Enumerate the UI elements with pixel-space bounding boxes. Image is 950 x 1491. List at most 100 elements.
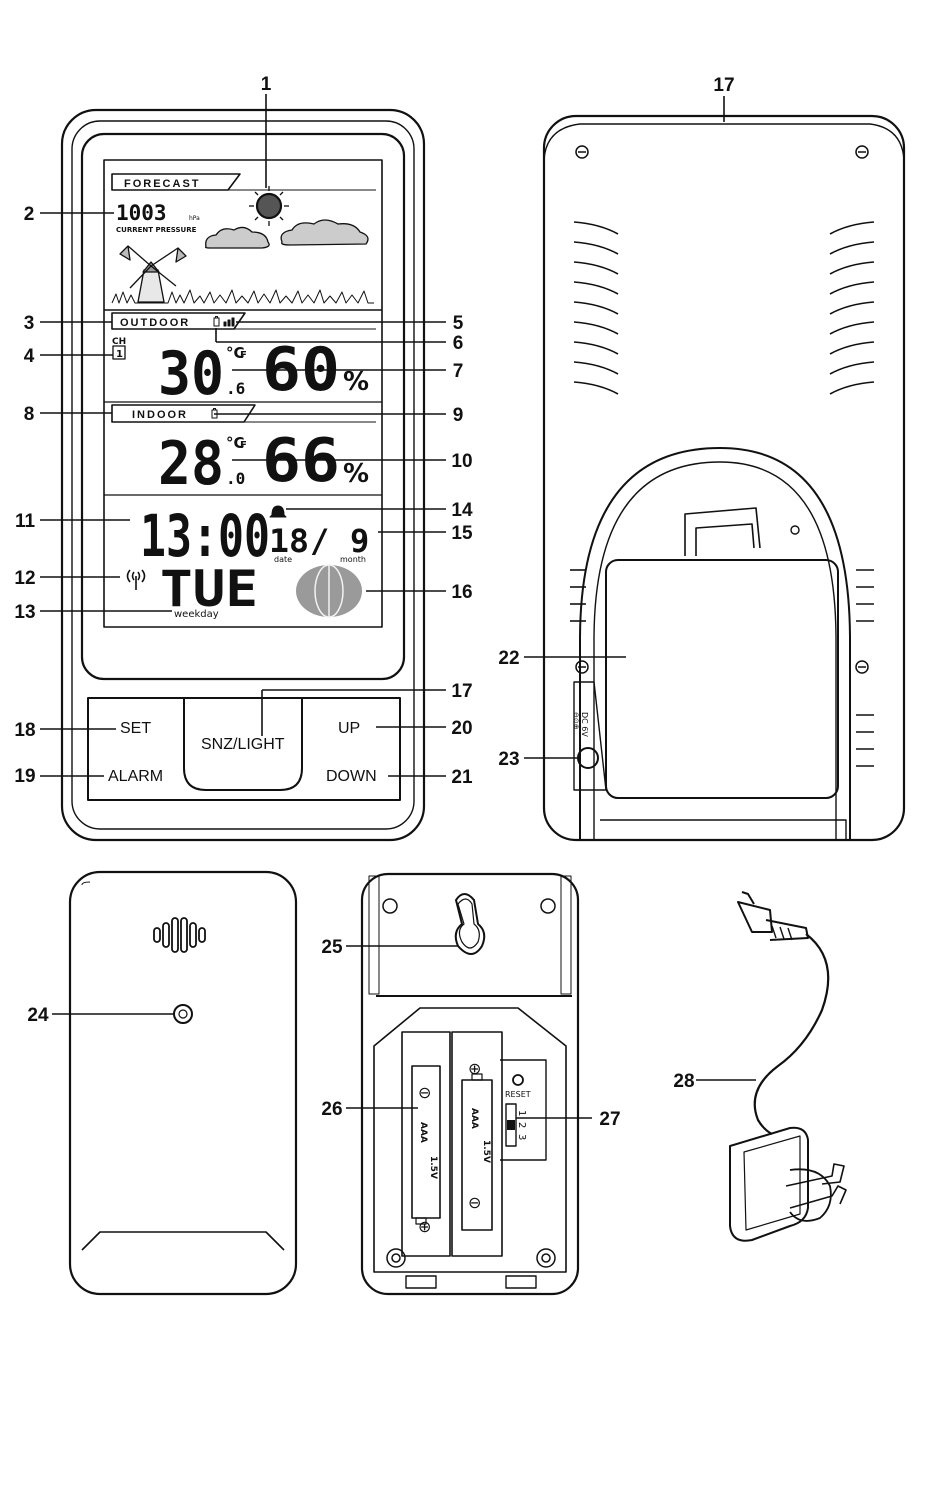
battery-type-label: AAA xyxy=(418,1122,428,1143)
humidity-unit: % xyxy=(343,459,369,489)
reset-label: RESET xyxy=(505,1090,531,1099)
down-button[interactable]: DOWN xyxy=(326,768,377,785)
sensor-front xyxy=(70,872,296,1294)
temp-unit-fahrenheit: F xyxy=(240,350,247,361)
cloud-icon xyxy=(281,220,368,245)
dc-jack-housing xyxy=(574,682,606,790)
callout-13: 13 xyxy=(14,602,35,623)
callout-26: 26 xyxy=(321,1099,342,1120)
callout-28: 28 xyxy=(673,1071,694,1092)
switch-position-2: 2 xyxy=(516,1122,527,1128)
dc-plug-icon xyxy=(738,902,772,932)
dc-jack-label: DC 6V xyxy=(580,712,589,737)
station-back: DC 6V ⊖⊙⊕ xyxy=(544,116,904,840)
pressure-unit: hPa xyxy=(189,215,200,222)
callout-22: 22 xyxy=(498,648,519,669)
minus-symbol: ⊖ xyxy=(418,1083,431,1102)
date-caption: date xyxy=(274,555,292,564)
dc-polarity-symbol: ⊖⊙⊕ xyxy=(572,712,580,730)
callout-20: 20 xyxy=(451,718,472,739)
callout-11: 11 xyxy=(15,511,36,532)
callout-6: 6 xyxy=(453,333,464,354)
callout-17-back: 17 xyxy=(713,75,734,96)
stand-outline xyxy=(580,448,850,840)
plus-symbol: ⊕ xyxy=(418,1217,431,1236)
power-adapter xyxy=(730,892,846,1241)
plus-symbol: ⊕ xyxy=(468,1059,481,1078)
speaker-grille-icon xyxy=(154,918,205,952)
stand-hinge xyxy=(685,508,760,556)
callout-5: 5 xyxy=(453,313,464,334)
up-button[interactable]: UP xyxy=(338,720,360,737)
side-slots xyxy=(570,570,874,766)
indoor-humidity: 66 xyxy=(262,426,340,496)
windmill-icon xyxy=(120,246,186,302)
battery-voltage-label: 1.5V xyxy=(428,1156,438,1179)
wall-mount-keyhole-icon xyxy=(456,894,485,954)
temp-unit-fahrenheit: F xyxy=(240,440,247,451)
date-separator: / xyxy=(310,522,329,560)
indoor-label: INDOOR xyxy=(132,409,188,421)
cloud-icon xyxy=(206,227,270,248)
station-front: 1003 hPa CURRENT PRESSURE CH 1 30 .6 °C … xyxy=(62,110,424,840)
alarm-bell-icon xyxy=(270,506,286,517)
outdoor-temperature: 30 xyxy=(158,339,224,409)
callout-27: 27 xyxy=(599,1109,620,1130)
callout-9: 9 xyxy=(453,405,464,426)
callout-7: 7 xyxy=(453,361,464,382)
callout-1: 1 xyxy=(261,74,272,95)
alarm-button[interactable]: ALARM xyxy=(108,768,163,785)
vent-slots-left xyxy=(574,222,618,394)
adapter-cable xyxy=(755,934,829,1134)
callout-3: 3 xyxy=(24,313,35,334)
sensor-back xyxy=(362,874,578,1294)
stand-inner xyxy=(594,462,836,840)
outdoor-temperature-decimal: .6 xyxy=(226,379,245,398)
weekday-caption: weekday xyxy=(174,609,219,620)
humidity-unit: % xyxy=(343,367,369,397)
callout-8: 8 xyxy=(24,404,35,425)
callout-21: 21 xyxy=(451,767,473,788)
moon-phase-icon xyxy=(296,565,362,617)
callout-19: 19 xyxy=(14,766,35,787)
callout-4: 4 xyxy=(24,346,35,367)
battery-cover[interactable] xyxy=(606,560,838,798)
outdoor-label: OUTDOOR xyxy=(120,317,190,329)
battery-voltage-label: 1.5V xyxy=(481,1140,491,1163)
month-caption: month xyxy=(340,555,366,564)
pressure-caption: CURRENT PRESSURE xyxy=(116,226,197,234)
switch-position-1: 1 xyxy=(516,1110,527,1116)
set-button[interactable]: SET xyxy=(120,720,151,737)
indoor-temperature: 28 xyxy=(158,429,224,499)
switch-position-3: 3 xyxy=(516,1134,527,1140)
forecast-label: FORECAST xyxy=(124,178,201,190)
vent-slots-right xyxy=(830,222,874,394)
callout-18: 18 xyxy=(14,720,35,741)
callout-15: 15 xyxy=(451,523,473,544)
signal-icon xyxy=(224,318,234,326)
callout-24: 24 xyxy=(27,1005,49,1026)
callout-16: 16 xyxy=(451,582,472,603)
indoor-temperature-decimal: .0 xyxy=(226,469,245,488)
callout-25: 25 xyxy=(321,937,343,958)
snz-light-button[interactable]: SNZ/LIGHT xyxy=(201,736,285,753)
screw-icon xyxy=(576,146,868,673)
rf-signal-icon xyxy=(128,570,145,590)
battery-type-label: AAA xyxy=(469,1108,479,1129)
sensor-housing xyxy=(70,872,296,1294)
callout-17-front: 17 xyxy=(451,681,472,702)
callout-leaders xyxy=(40,94,756,1118)
callout-2: 2 xyxy=(24,204,35,225)
battery-icon xyxy=(214,317,219,327)
sensor-led-icon xyxy=(174,1005,192,1023)
callout-23: 23 xyxy=(498,749,519,770)
callout-10: 10 xyxy=(451,451,472,472)
minus-symbol: ⊖ xyxy=(468,1193,481,1212)
reset-button[interactable] xyxy=(513,1075,523,1085)
channel-value: 1 xyxy=(116,349,123,360)
sun-icon xyxy=(249,186,289,226)
callout-14: 14 xyxy=(451,500,473,521)
pressure-value: 1003 xyxy=(116,201,167,225)
callout-12: 12 xyxy=(14,568,35,589)
